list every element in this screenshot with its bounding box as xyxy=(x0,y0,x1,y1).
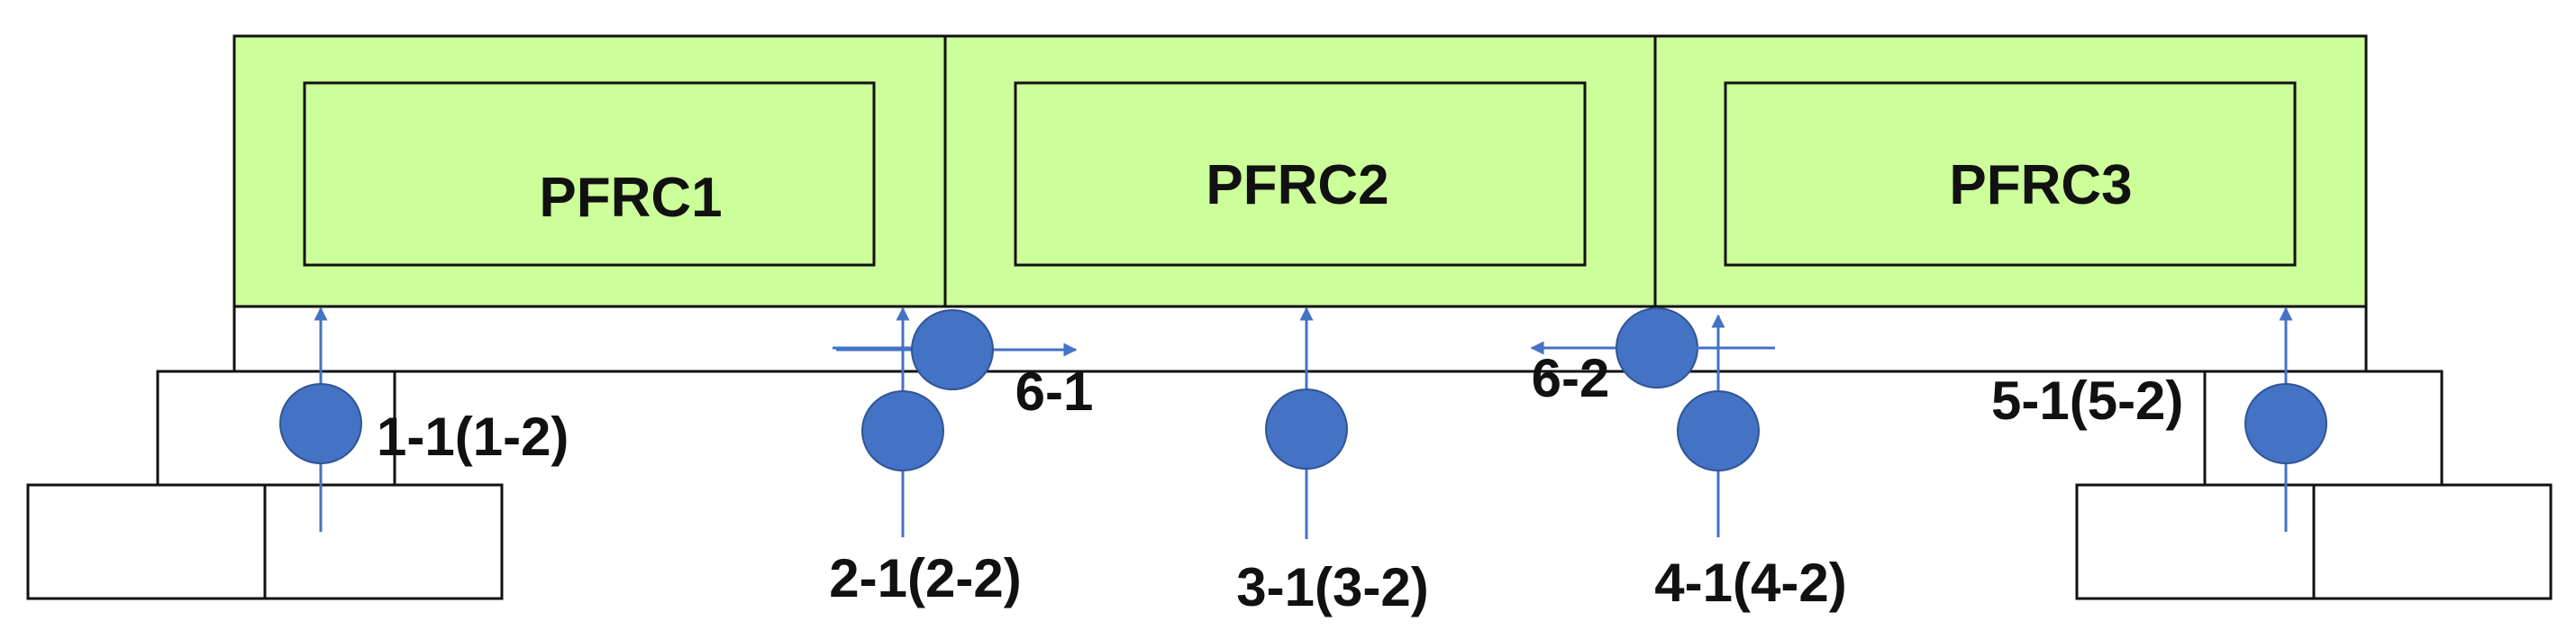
right-support-bottom-block-1 xyxy=(2075,483,2316,600)
left-support-bottom-block-2 xyxy=(263,483,504,600)
right-support-bottom-block-2 xyxy=(2312,483,2553,600)
measurement-point-3-1(3-2): 3-1(3-2) xyxy=(1236,306,1429,617)
point-label: 3-1(3-2) xyxy=(1236,557,1428,617)
panel-label: PFRC1 xyxy=(539,167,722,229)
panel-pfrc1: PFRC1 xyxy=(232,34,947,308)
measurement-point-1-1(1-2): 1-1(1-2) xyxy=(279,306,569,532)
panel-label: PFRC3 xyxy=(1949,154,2132,216)
right-support xyxy=(2075,370,2553,600)
sensor-dot xyxy=(1265,389,1348,470)
point-label: 2-1(2-2) xyxy=(829,548,1021,608)
measurement-point-5-1(5-2): 5-1(5-2) xyxy=(1991,306,2327,532)
sensor-dot xyxy=(1677,390,1760,471)
panel-label: PFRC2 xyxy=(1206,154,1388,216)
sensor-dot xyxy=(911,309,994,390)
point-label: 4-1(4-2) xyxy=(1654,553,1846,613)
point-label: 6-2 xyxy=(1532,348,1610,408)
panel-inner-rect xyxy=(1724,81,2297,267)
left-support-bottom-block-1 xyxy=(26,483,267,600)
measurement-point-6-1: 6-1 xyxy=(836,309,1094,422)
point-label: 1-1(1-2) xyxy=(377,407,569,467)
measurement-point-2-1(2-2): 2-1(2-2) xyxy=(829,306,1022,608)
sensor-dot xyxy=(279,383,362,464)
point-label: 5-1(5-2) xyxy=(1991,370,2183,431)
point-label: 6-1 xyxy=(1015,361,1094,422)
measurement-point-4-1(4-2): 4-1(4-2) xyxy=(1648,314,1847,613)
sensor-dot xyxy=(861,390,944,471)
beam-bottom-strip xyxy=(232,305,2368,373)
panel-inner-rect xyxy=(303,81,876,267)
panel-inner-rect xyxy=(1014,81,1587,267)
left-support xyxy=(26,370,504,600)
sensor-dot xyxy=(2244,383,2327,464)
panel-pfrc2: PFRC2 xyxy=(943,34,1657,308)
panel-pfrc3: PFRC3 xyxy=(1653,34,2368,308)
